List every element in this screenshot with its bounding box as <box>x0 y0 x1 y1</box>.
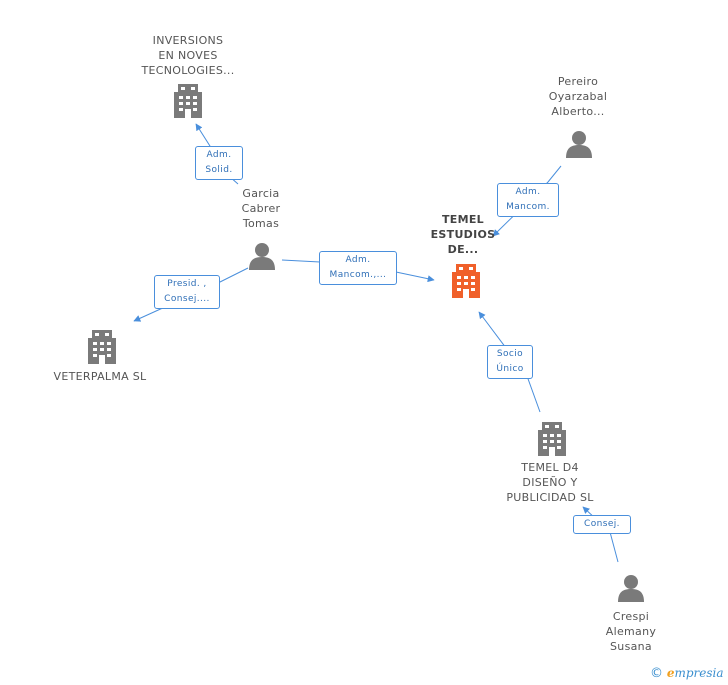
label-line: VETERPALMA SL <box>53 370 147 383</box>
label-line: Crespi <box>612 610 650 623</box>
relation-label-adm-mancom-pereiro[interactable]: Adm. Mancom. <box>497 183 559 217</box>
label-line: Garcia <box>242 187 280 200</box>
relation-label-socio-unico[interactable]: Socio Único <box>487 345 533 379</box>
relation-line: Presid. , <box>167 279 207 289</box>
edge-pereiro-temel-estudios <box>492 165 562 237</box>
person-icon <box>249 243 275 270</box>
node-label-veterpalma[interactable]: VETERPALMA SL <box>40 369 160 384</box>
label-line: ESTUDIOS <box>430 228 496 241</box>
relation-label-presid-consej[interactable]: Presid. , Consej.... <box>154 275 220 309</box>
relation-line: Consej.... <box>164 294 210 304</box>
node-label-temel-estudios[interactable]: TEMEL ESTUDIOS DE... <box>418 212 508 257</box>
node-label-crespi[interactable]: Crespi Alemany Susana <box>586 609 676 654</box>
building-icon <box>88 330 116 364</box>
brand-logo-e: e <box>666 666 675 680</box>
relation-line: Mancom. <box>506 202 550 212</box>
building-icon <box>538 422 566 456</box>
label-line: Susana <box>610 640 652 653</box>
label-line: TEMEL <box>442 213 484 226</box>
node-label-temel-d4[interactable]: TEMEL D4 DISEÑO Y PUBLICIDAD SL <box>490 460 610 505</box>
label-line: Tomas <box>242 217 280 230</box>
relation-line: Adm. <box>206 150 232 160</box>
label-line: Alberto... <box>551 105 605 118</box>
label-line: Pereiro <box>557 75 599 88</box>
label-line: DISEÑO Y <box>522 476 578 489</box>
node-label-pereiro[interactable]: Pereiro Oyarzabal Alberto... <box>530 74 626 119</box>
label-line: INVERSIONS <box>152 34 224 47</box>
label-line: EN NOVES <box>158 49 218 62</box>
relation-line: Solid. <box>205 165 233 175</box>
label-line: DE... <box>447 243 479 256</box>
relation-label-consej[interactable]: Consej. <box>573 515 631 534</box>
building-icon <box>174 84 202 118</box>
label-line: Cabrer <box>241 202 281 215</box>
relation-label-adm-solid[interactable]: Adm. Solid. <box>195 146 243 180</box>
relation-line: Consej. <box>584 519 620 529</box>
node-label-garcia[interactable]: Garcia Cabrer Tomas <box>216 186 306 231</box>
copyright-symbol: © <box>650 666 663 681</box>
relation-line: Único <box>496 364 524 374</box>
person-icon <box>618 575 644 602</box>
relation-line: Mancom.,... <box>329 270 387 280</box>
relation-line: Adm. <box>345 255 371 265</box>
brand-watermark: © empresia <box>650 666 724 681</box>
node-label-inversions[interactable]: INVERSIONS EN NOVES TECNOLOGIES... <box>128 33 248 78</box>
label-line: TECNOLOGIES... <box>141 64 235 77</box>
person-icon <box>566 131 592 158</box>
label-line: Oyarzabal <box>548 90 608 103</box>
brand-logo-text: mpresia <box>674 666 724 680</box>
label-line: PUBLICIDAD SL <box>506 491 594 504</box>
relation-label-adm-mancom-garcia[interactable]: Adm. Mancom.,... <box>319 251 397 285</box>
relation-line: Socio <box>496 349 524 359</box>
label-line: TEMEL D4 <box>521 461 579 474</box>
building-icon <box>452 264 480 298</box>
label-line: Alemany <box>605 625 657 638</box>
relation-line: Adm. <box>515 187 541 197</box>
